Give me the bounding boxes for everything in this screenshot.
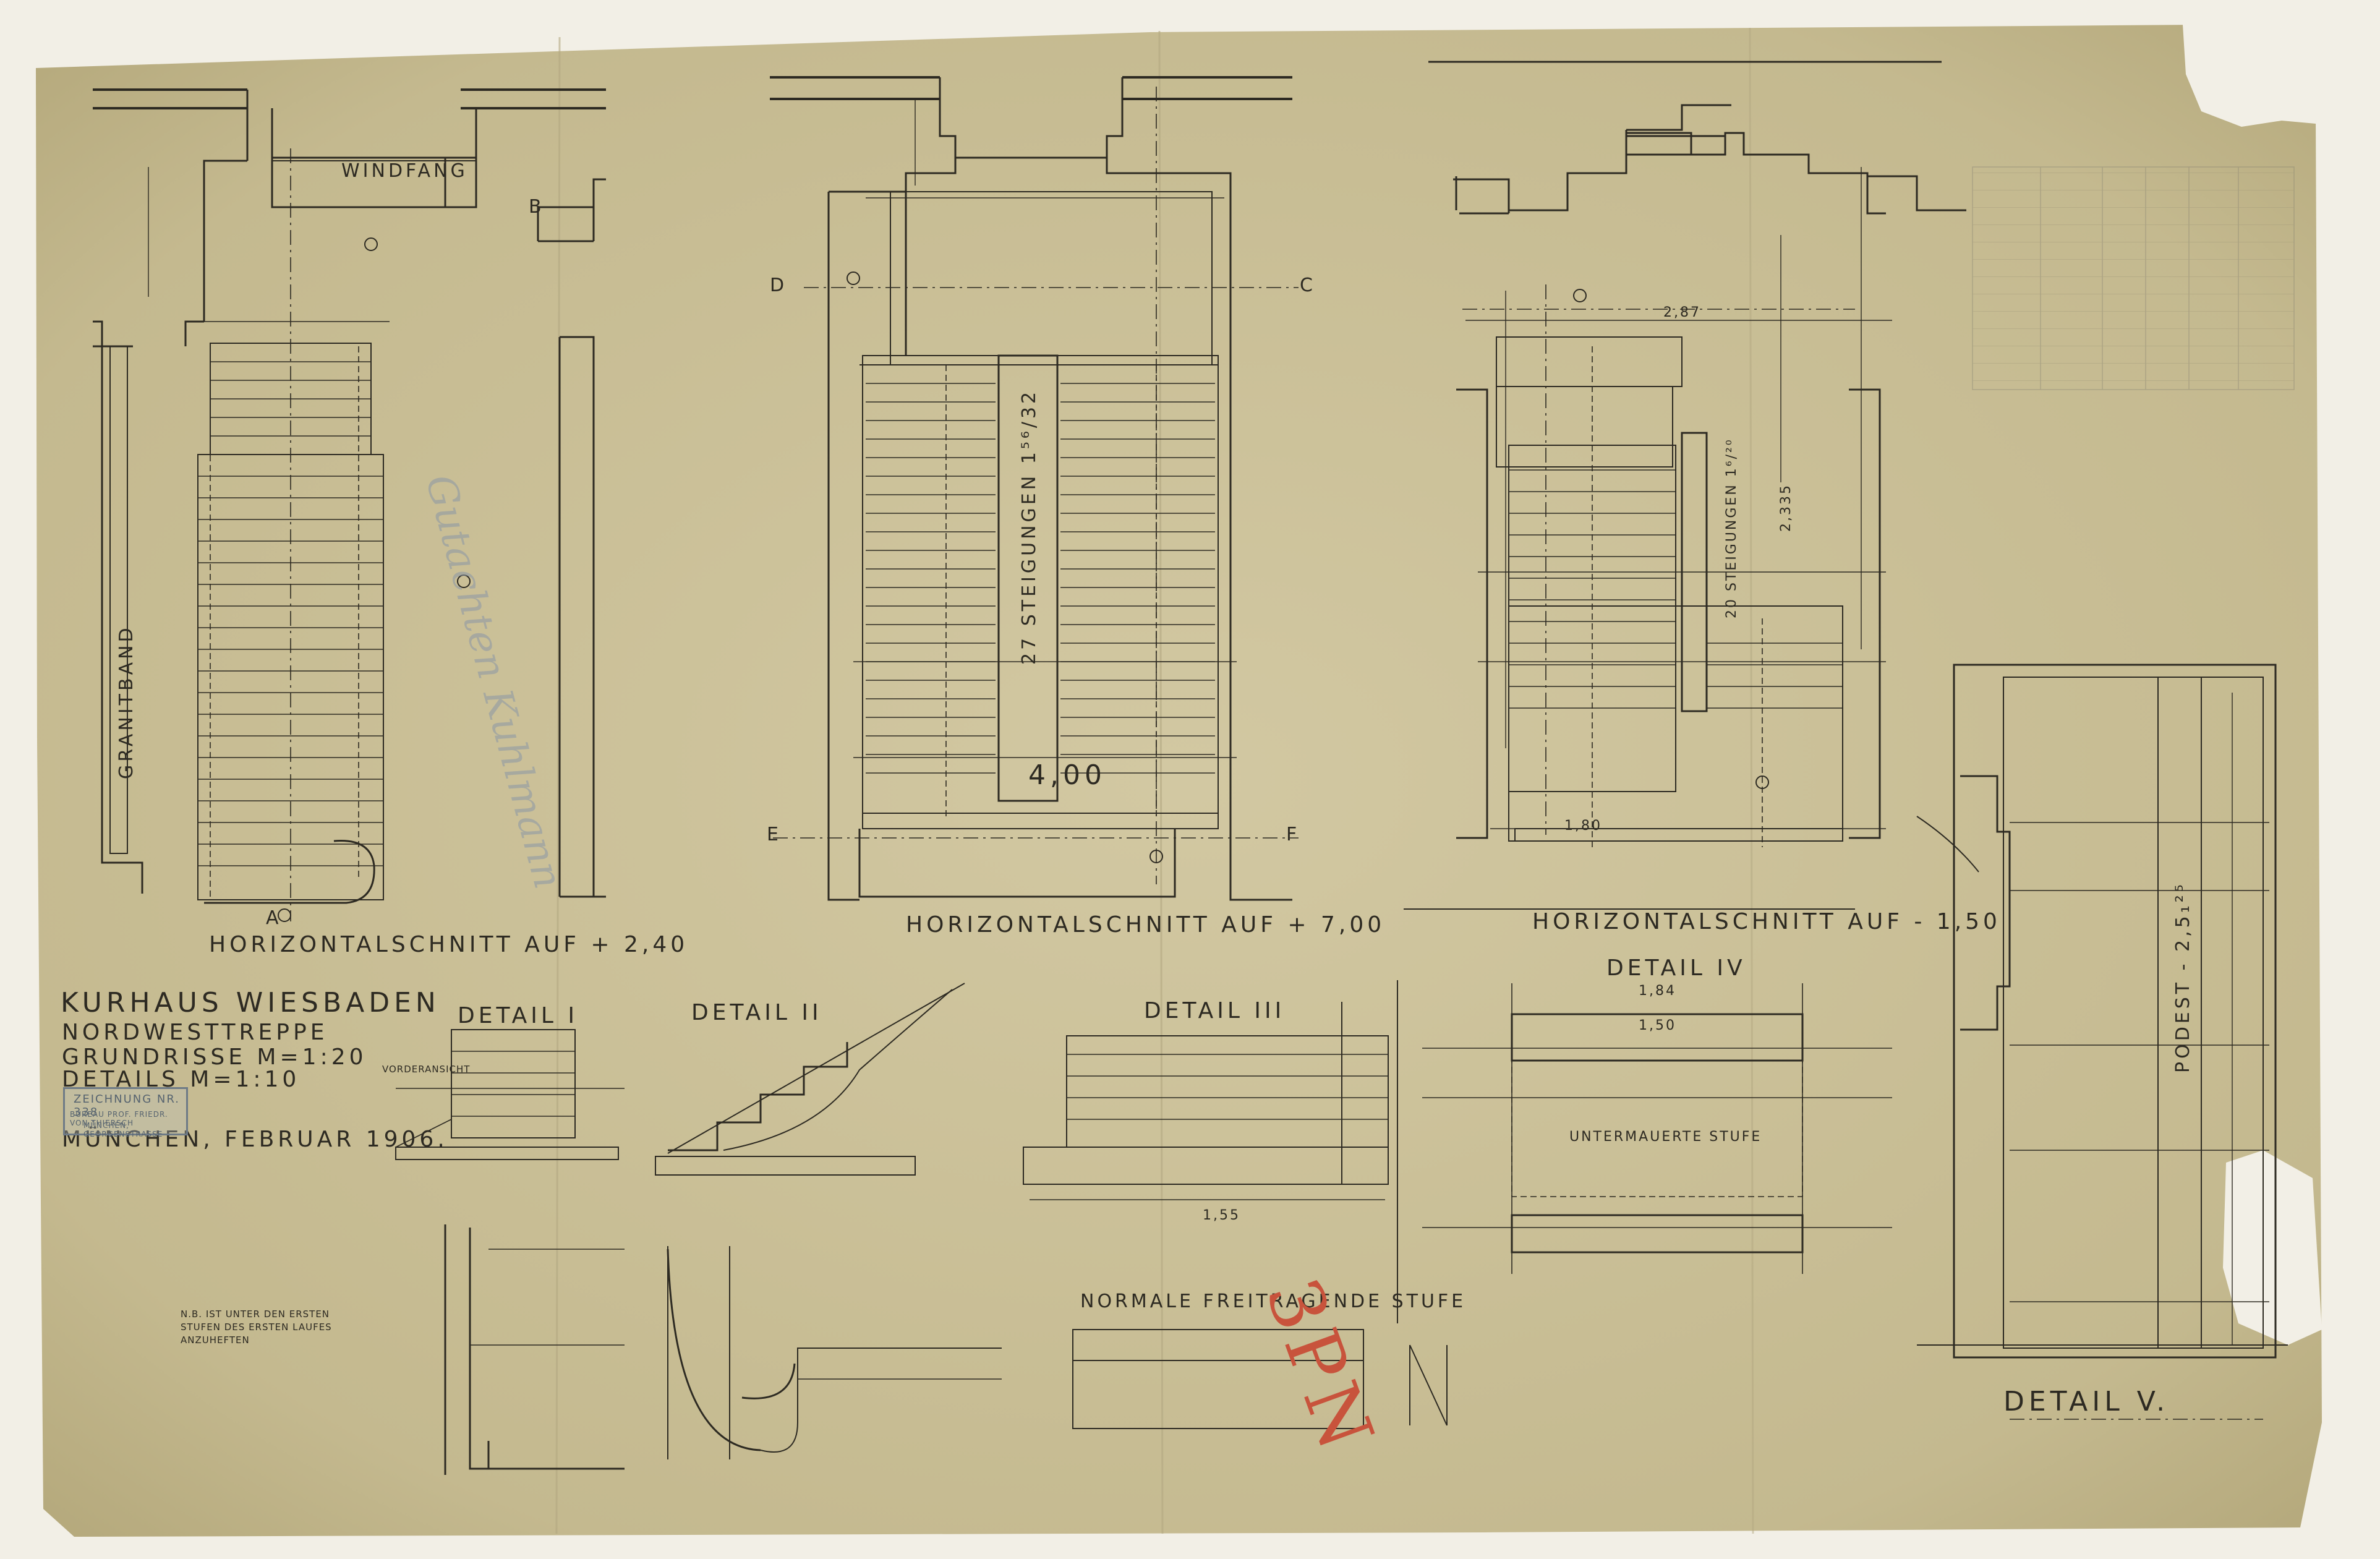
untermauerte-stufe-label: UNTERMAUERTE STUFE bbox=[1569, 1129, 1762, 1145]
plan-3-dim-287: 2,87 bbox=[1663, 305, 1701, 320]
plan-1-title: HORIZONTALSCHNITT AUF + 2,40 bbox=[209, 932, 689, 957]
granitband-label: GRANITBAND bbox=[116, 625, 137, 779]
section-mark-d: D bbox=[770, 275, 788, 296]
drawing-subject: NORDWESTTREPPE bbox=[62, 1020, 328, 1045]
section-mark-c: C bbox=[1300, 275, 1316, 296]
detail-2-title: DETAIL II bbox=[691, 1000, 822, 1025]
section-mark-b: B bbox=[529, 196, 545, 218]
stamp-line-2: MÜNCHEN, GEORGENSTRASSE bbox=[83, 1121, 163, 1138]
stamp-number: ZEICHNUNG NR. 338 bbox=[74, 1093, 180, 1119]
normale-stufe-label: NORMALE FREITRAGENDE STUFE bbox=[1080, 1291, 1467, 1312]
vorderansicht-label: VORDERANSICHT bbox=[382, 1064, 471, 1075]
section-mark-e: E bbox=[767, 824, 782, 845]
construction-note: N.B. IST UNTER DEN ERSTEN STUFEN DES ERS… bbox=[181, 1309, 332, 1346]
podest-label: PODEST - 2,5₁²⁵ bbox=[2172, 881, 2194, 1073]
plan-3-dim-180: 1,80 bbox=[1564, 818, 1602, 834]
detail-3-title: DETAIL III bbox=[1144, 998, 1286, 1023]
place-date: MÜNCHEN, FEBRUAR 1906. bbox=[62, 1127, 448, 1152]
scale-details: DETAILS M=1:10 bbox=[62, 1067, 301, 1092]
windfang-label: WINDFANG bbox=[341, 160, 468, 182]
detail-4-dim-150: 1,50 bbox=[1639, 1018, 1676, 1033]
detail-5-title: DETAIL V. bbox=[2003, 1386, 2170, 1417]
plan-3-dim-2335: 2,335 bbox=[1778, 484, 1794, 532]
steigungen-plan-2: 27 STEIGUNGEN 1⁵⁶/32 bbox=[1018, 388, 1040, 665]
detail-4-dim-184: 1,84 bbox=[1639, 983, 1676, 999]
detail-3-dim-155: 1,55 bbox=[1203, 1208, 1240, 1223]
detail-1-title: DETAIL I bbox=[458, 1003, 579, 1028]
drawing-stamp: ZEICHNUNG NR. 338 BUREAU PROF. FRIEDR. V… bbox=[63, 1087, 188, 1138]
section-mark-f: F bbox=[1286, 824, 1300, 845]
plan-3-title: HORIZONTALSCHNITT AUF - 1,50 bbox=[1532, 909, 2001, 934]
scale-plans: GRUNDRISSE M=1:20 bbox=[62, 1044, 367, 1070]
stamp-line-1: BUREAU PROF. FRIEDR. VON THIERSCH bbox=[70, 1110, 168, 1127]
plan-2-width-dim: 4,00 bbox=[1028, 759, 1106, 791]
steigungen-plan-3: 20 STEIGUNGEN 1⁶/²⁰ bbox=[1724, 438, 1739, 618]
section-mark-a: A bbox=[266, 907, 282, 929]
plan-2-title: HORIZONTALSCHNITT AUF + 7,00 bbox=[906, 912, 1386, 938]
project-title: KURHAUS WIESBADEN bbox=[61, 987, 440, 1019]
detail-4-title: DETAIL IV bbox=[1606, 955, 1746, 981]
